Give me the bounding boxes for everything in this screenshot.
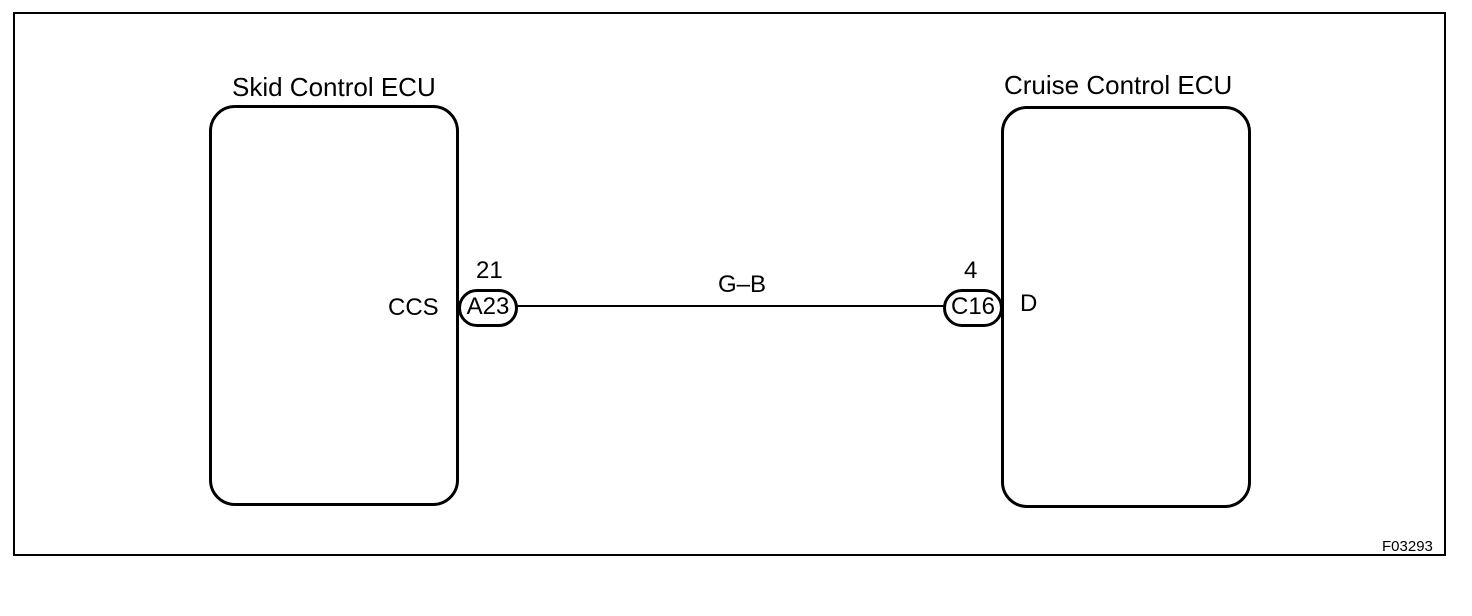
right-terminal-name: D — [1020, 290, 1038, 317]
diagram-frame — [13, 12, 1446, 556]
cruise-control-ecu-title: Cruise Control ECU — [1004, 70, 1233, 100]
right-pin-number: 4 — [964, 257, 978, 284]
skid-control-ecu-title: Skid Control ECU — [232, 72, 436, 102]
right-connector-c16: C16 — [943, 289, 1003, 327]
left-terminal-name: CCS — [388, 294, 439, 321]
left-connector-a23: A23 — [458, 289, 518, 327]
skid-control-ecu-box — [209, 105, 459, 506]
cruise-control-ecu-box — [1001, 106, 1251, 508]
wire-color-code: G–B — [718, 271, 767, 298]
wire-g-b — [516, 305, 946, 307]
left-pin-number: 21 — [476, 257, 503, 284]
figure-code: F03293 — [1382, 538, 1433, 555]
